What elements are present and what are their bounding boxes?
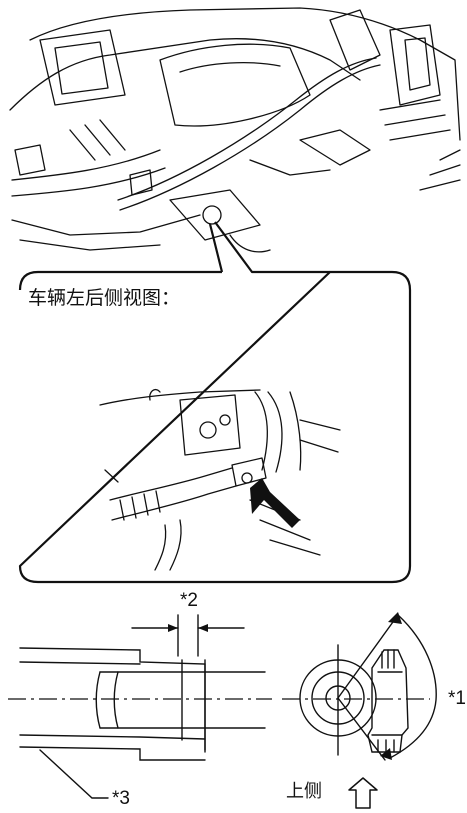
detail-inset-illustration bbox=[99, 388, 341, 571]
orientation-label: 上侧 bbox=[286, 781, 322, 802]
angle-arrowhead-bottom bbox=[380, 748, 392, 760]
detail-callout bbox=[18, 221, 412, 584]
dimension-arrowhead-right bbox=[198, 624, 208, 632]
callout-caption: 车辆左后侧视图： bbox=[28, 287, 181, 309]
label-3: *3 bbox=[112, 788, 130, 809]
pointer-arrow-icon bbox=[250, 478, 300, 528]
angle-arrowhead-top bbox=[388, 612, 402, 624]
up-arrow-icon bbox=[348, 777, 378, 809]
vehicle-underbody-illustration bbox=[9, 7, 461, 253]
clamp-end-view-diagram bbox=[299, 614, 437, 761]
label-1: *1 bbox=[448, 688, 466, 709]
pipe-connection-diagram bbox=[19, 614, 266, 799]
label-2: *2 bbox=[180, 590, 198, 611]
dimension-arrowhead-left bbox=[168, 624, 178, 632]
